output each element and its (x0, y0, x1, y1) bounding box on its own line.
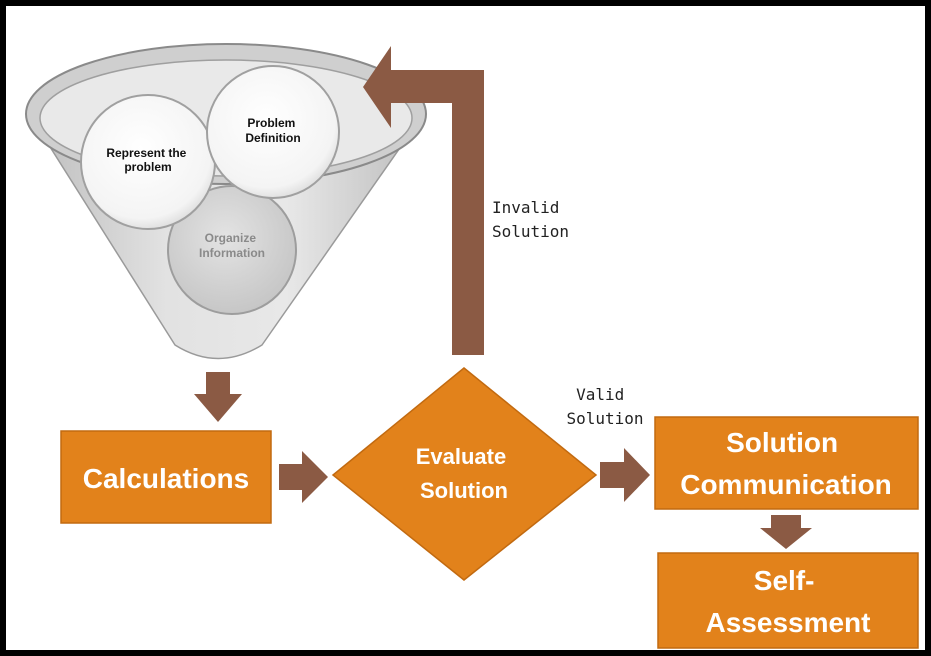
organize-circle-label: Organize Information (199, 231, 265, 260)
definition-circle-label: Problem Definition (245, 116, 300, 145)
arrow-calculations-to-evaluate (279, 451, 328, 503)
arrow-funnel-to-calculations (194, 372, 242, 422)
arrow-evaluate-to-communication (600, 448, 650, 502)
represent-circle-label: Represent the problem (106, 146, 189, 174)
communication-label: Solution Communication (680, 427, 892, 500)
evaluate-node: Evaluate Solution (331, 367, 598, 581)
arrow-communication-to-self-assessment (760, 515, 812, 549)
circle-problem-definition: Problem Definition (206, 65, 340, 199)
self-assessment-node: Self- Assessment (657, 552, 919, 649)
self-assessment-box (657, 552, 919, 649)
valid-solution-label: Valid Solution (566, 385, 643, 428)
definition-circle-shape (206, 65, 340, 199)
calculations-label: Calculations (83, 463, 249, 494)
circle-represent-problem: Represent the problem (80, 94, 216, 230)
evaluate-diamond (331, 367, 598, 581)
communication-node: Solution Communication (654, 416, 919, 510)
organize-circle-shape (167, 185, 297, 315)
calculations-node: Calculations (60, 430, 272, 524)
invalid-solution-label: Invalid Solution (492, 198, 569, 241)
circle-organize-information: Organize Information (167, 185, 297, 315)
self-assessment-label: Self- Assessment (706, 565, 871, 638)
invalid-loop-arrow (363, 46, 484, 355)
calculations-box (60, 430, 272, 524)
evaluate-label: Evaluate Solution (416, 444, 513, 503)
communication-box (654, 416, 919, 510)
funnel: Organize Information Represent the probl… (25, 43, 427, 360)
